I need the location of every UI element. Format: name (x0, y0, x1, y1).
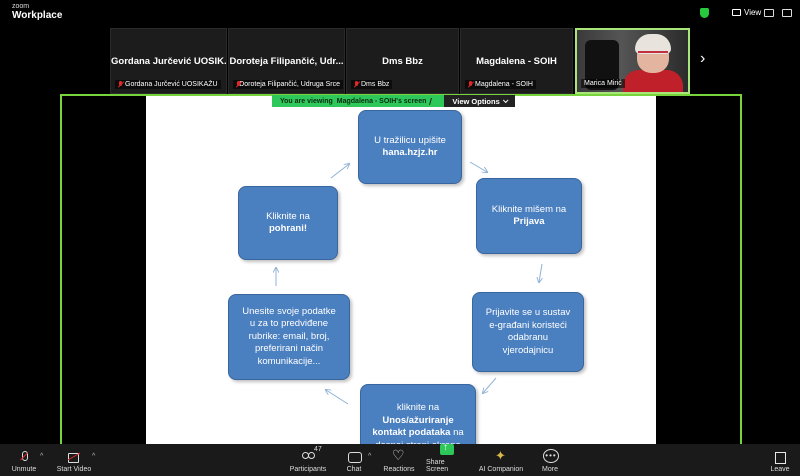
meeting-toolbar: Unmute ^ Start Video ^ Participants 47 C… (0, 442, 800, 476)
chat-options-caret-icon[interactable]: ^ (368, 453, 372, 460)
start-video-button[interactable]: Start Video (54, 444, 94, 476)
participant-video-tile[interactable]: Marica Mirić (575, 28, 690, 94)
minimize-window-icon[interactable] (764, 9, 774, 17)
arrow-bottom-to-left2 (326, 390, 349, 405)
top-bar: zoom Workplace View (0, 0, 800, 28)
fullscreen-icon[interactable] (782, 9, 792, 17)
audio-options-caret-icon[interactable]: ^ (40, 453, 44, 460)
reactions-label: Reactions (383, 466, 415, 473)
share-screen-icon (440, 442, 454, 456)
participant-label: Dms Bbz (351, 80, 393, 89)
chat-button[interactable]: Chat (342, 444, 366, 476)
unmute-button[interactable]: Unmute (8, 444, 40, 476)
presentation-slide: U tražilicu upišite hana.hzjz.hr Kliknit… (146, 96, 656, 476)
arrow-right-down (539, 263, 542, 282)
app-brand: zoom Workplace (12, 3, 62, 21)
heart-icon (392, 447, 406, 464)
leave-door-icon (773, 451, 787, 464)
participant-label: Magdalena - SOIH (465, 80, 536, 89)
mic-muted-icon (468, 81, 473, 88)
sparkle-icon (494, 448, 508, 464)
participants-icon (301, 451, 315, 463)
participant-label-text: Dms Bbz (361, 81, 390, 88)
step-box-prijava: Kliknite mišem na Prijava (476, 178, 582, 254)
ai-companion-label: AI Companion (478, 466, 524, 473)
participant-name: Dms Bbz (382, 56, 423, 67)
chat-icon (347, 451, 362, 463)
participant-label-text: Gordana Jurčević UOSIKAŽU (125, 81, 218, 88)
mic-muted-icon (354, 81, 359, 88)
participant-strip: Gordana Jurčević UOSIK... Gordana Jurčev… (110, 28, 716, 94)
view-label: View (744, 8, 762, 17)
arrow-top-to-right (469, 161, 487, 172)
pointer-icon (429, 97, 438, 105)
participant-name: Gordana Jurčević UOSIK... (111, 56, 226, 67)
video-options-caret-icon[interactable]: ^ (92, 453, 96, 460)
participant-label: Doroteja Filipančić, Udruga Srce (233, 80, 343, 89)
reactions-button[interactable]: Reactions (382, 444, 416, 476)
viewing-banner: You are viewing Magdalena - SOIH's scree… (272, 95, 515, 107)
view-options-label: View Options (452, 96, 500, 106)
brand-top: zoom (12, 3, 30, 10)
mic-muted-icon (118, 81, 123, 88)
participant-tile[interactable]: Dms Bbz Dms Bbz (346, 28, 459, 94)
cycle-arrows (146, 161, 656, 405)
leave-label: Leave (770, 466, 790, 473)
more-icon (543, 449, 559, 463)
camera-off-icon (67, 451, 81, 463)
viewing-indicator: You are viewing Magdalena - SOIH's scree… (272, 95, 445, 107)
participant-label-text: Marica Mirić (584, 80, 622, 87)
chevron-down-icon (502, 97, 509, 104)
participant-tile[interactable]: Magdalena - SOIH Magdalena - SOIH (460, 28, 573, 94)
view-button[interactable]: View (732, 8, 761, 17)
participants-count: 47 (314, 446, 322, 453)
step-box-save: Kliknite na pohrani! (238, 186, 338, 260)
share-screen-label: Share Screen (426, 459, 449, 473)
ai-companion-button[interactable]: AI Companion (478, 444, 524, 476)
viewing-name: Magdalena - SOIH's screen (336, 97, 427, 105)
participant-tile[interactable]: Doroteja Filipančić, Udr... Doroteja Fil… (228, 28, 345, 94)
view-options-button[interactable]: View Options (444, 95, 515, 107)
mic-muted-icon (17, 451, 31, 463)
participant-tile[interactable]: Gordana Jurčević UOSIK... Gordana Jurčev… (110, 28, 227, 94)
chat-label: Chat (346, 466, 362, 473)
chevron-right-icon[interactable]: › (700, 50, 706, 67)
arrow-right2-to-bottom (483, 377, 497, 393)
share-screen-button[interactable]: Share Screen (426, 442, 468, 476)
more-button[interactable]: More (538, 444, 562, 476)
participant-name: Magdalena - SOIH (476, 56, 557, 67)
step-box-login: Prijavite se u sustav e-građani koristeć… (472, 292, 584, 372)
encryption-shield-icon[interactable] (700, 8, 709, 18)
more-label: More (542, 466, 558, 473)
brand-name: Workplace (12, 10, 63, 21)
view-grid-icon (732, 9, 741, 16)
participant-label-text: Doroteja Filipančić, Udruga Srce (239, 81, 340, 88)
mic-muted-icon (236, 81, 241, 88)
arrow-left1-to-top (330, 164, 349, 179)
participant-label: Marica Mirić (581, 79, 625, 88)
step-box-search: U tražilicu upišite hana.hzjz.hr (358, 110, 462, 184)
step-box-enter-data: Unesite svoje podatke u za to predviđene… (228, 294, 350, 380)
participants-label: Participants (289, 466, 327, 473)
participants-button[interactable]: Participants (288, 444, 328, 476)
unmute-label: Unmute (11, 466, 37, 473)
viewing-prefix: You are viewing (280, 97, 333, 105)
leave-button[interactable]: Leave (768, 444, 792, 476)
participant-name: Doroteja Filipančić, Udr... (229, 56, 344, 67)
start-video-label: Start Video (56, 466, 92, 473)
participant-label-text: Magdalena - SOIH (475, 81, 533, 88)
participant-label: Gordana Jurčević UOSIKAŽU (115, 80, 221, 89)
